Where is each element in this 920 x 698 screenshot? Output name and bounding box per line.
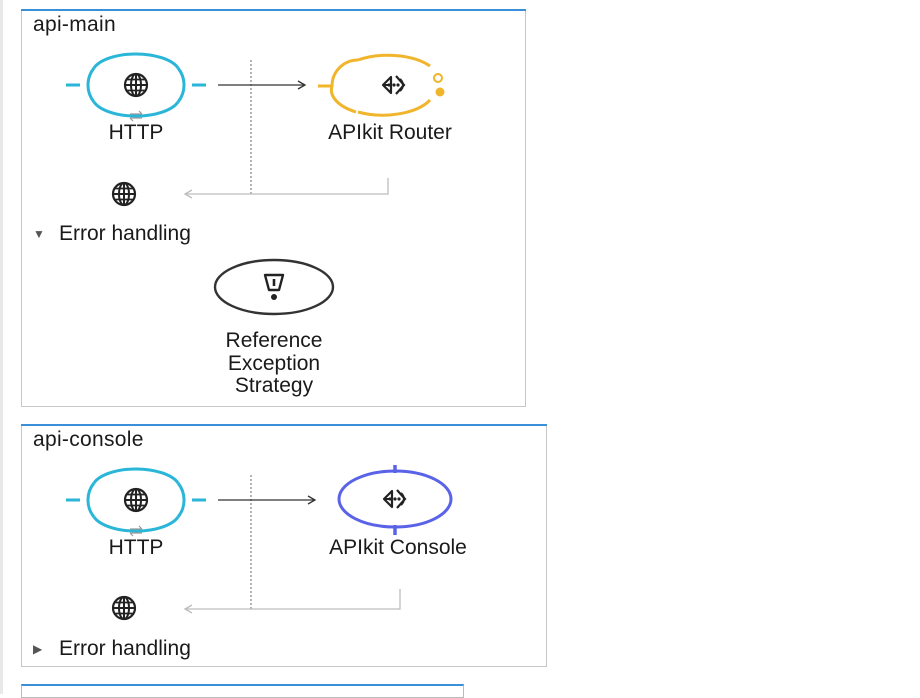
flow-arrow [218,495,317,505]
http-listener-component[interactable] [66,467,208,539]
apikit-router-icon [381,74,406,96]
next-flow-container-partial[interactable] [21,684,464,698]
apikit-router-component[interactable] [318,53,450,120]
flow-arrow [218,80,307,90]
apikit-console-component[interactable] [333,465,457,539]
response-return-line [183,589,401,614]
exchange-pattern-icon [129,110,143,122]
canvas-left-rule [0,0,3,694]
error-handling-label: Error handling [59,637,191,660]
flow-header-bar [21,9,526,11]
globe-icon [123,72,149,98]
apikit-router-label: APIkit Router [328,121,452,144]
globe-icon [111,181,137,207]
reference-exception-strategy-label: Reference Exception Strategy [174,329,374,398]
http-listener-component[interactable] [66,52,208,124]
expand-triangle-icon: ▶ [33,642,43,657]
error-handling-toggle[interactable]: ▼ Error handling [33,222,191,246]
globe-icon [123,487,149,513]
globe-icon [111,595,137,621]
reference-exception-strategy-component[interactable] [212,257,336,317]
collapse-triangle-icon: ▼ [33,227,45,242]
exchange-pattern-icon [129,525,143,537]
flow-title[interactable]: api-main [33,13,116,36]
flow-api-main[interactable]: api-main HTTP APIkit Router [21,9,526,407]
apikit-console-label: APIkit Console [329,536,467,559]
flow-api-console[interactable]: api-console HTTP APIkit Console ▶ Error h… [21,424,547,667]
apikit-console-icon [382,488,407,510]
exclamation-icon [263,273,285,300]
error-handling-toggle[interactable]: ▶ Error handling [33,637,191,661]
label-line: Strategy [234,374,314,397]
message-source-separator [250,60,252,196]
error-handling-label: Error handling [59,222,191,245]
http-label: HTTP [108,121,164,144]
response-return-line [183,178,389,199]
flow-title[interactable]: api-console [33,428,144,451]
message-source-separator [250,475,252,611]
http-label: HTTP [108,536,164,559]
label-line: Exception [227,351,321,375]
label-line: Reference [225,329,323,352]
flow-header-bar [21,424,547,426]
